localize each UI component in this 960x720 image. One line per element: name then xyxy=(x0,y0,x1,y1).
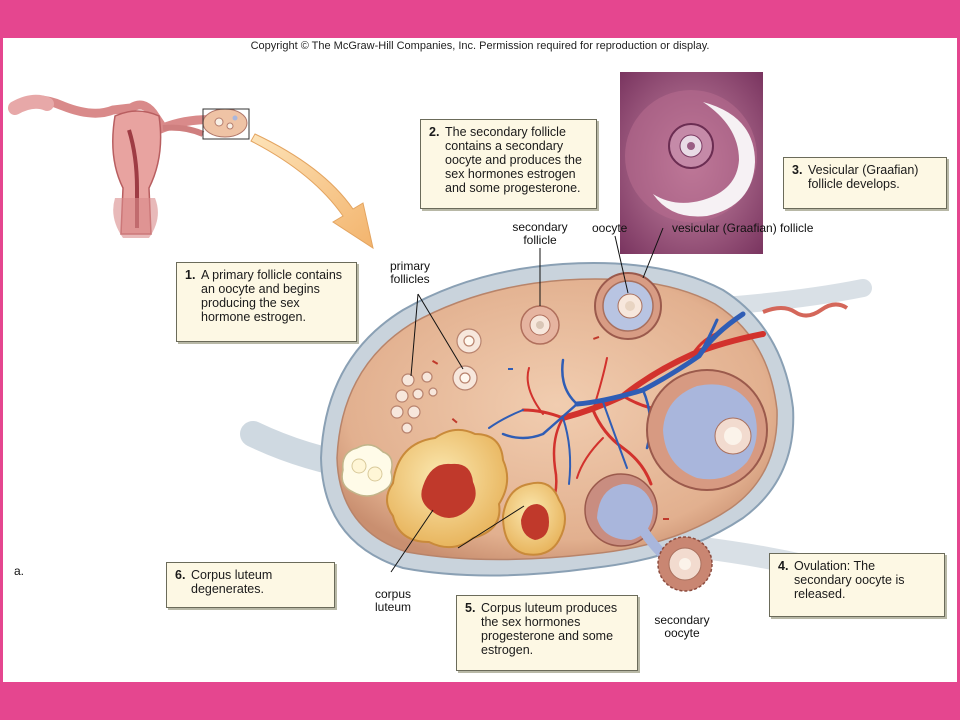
blood-vessels xyxy=(488,311,766,510)
ovarian-cycle-illustration xyxy=(8,72,872,592)
step-3-number: 3. xyxy=(792,163,803,177)
step-2-text: The secondary follicle contains a second… xyxy=(445,125,582,195)
step-4-callout: 4. Ovulation: The secondary oocyte is re… xyxy=(769,553,945,617)
step-1-number: 1. xyxy=(185,268,196,282)
step-5-number: 5. xyxy=(465,601,476,615)
primary-follicles-cluster xyxy=(390,328,482,434)
top-magenta-band xyxy=(0,0,960,38)
step-5-text: Corpus luteum produces the sex hormones … xyxy=(481,601,618,657)
corpus-luteum-small xyxy=(501,481,566,556)
slide-canvas: Copyright © The McGraw-Hill Companies, I… xyxy=(3,38,957,682)
label-oocyte: oocyte xyxy=(592,221,628,235)
step-1-callout: 1. A primary follicle contains an oocyte… xyxy=(176,262,357,342)
corpus-albicans xyxy=(341,444,393,497)
label-corpus-luteum: corpus luteum xyxy=(374,587,412,614)
graafian-follicle-micrograph xyxy=(620,72,763,254)
ruptured-follicle xyxy=(584,473,672,563)
label-vesicular-follicle: vesicular (Graafian) follicle xyxy=(672,221,814,235)
mature-graafian-follicle xyxy=(646,369,768,491)
step-5-callout: 5. Corpus luteum produces the sex hormon… xyxy=(456,595,638,671)
step-2-number: 2. xyxy=(429,125,440,139)
step-4-number: 4. xyxy=(778,559,789,573)
step-6-number: 6. xyxy=(175,568,186,582)
uterus-overview xyxy=(8,94,248,238)
leader-lines xyxy=(390,227,664,573)
step-2-callout: 2. The secondary follicle contains a sec… xyxy=(420,119,597,209)
label-secondary-follicle: secondary follicle xyxy=(512,220,568,247)
bottom-magenta-band xyxy=(0,682,960,720)
copyright-notice: Copyright © The McGraw-Hill Companies, I… xyxy=(250,40,710,52)
label-primary-follicles: primary follicles xyxy=(389,259,430,286)
released-secondary-oocyte xyxy=(657,536,713,592)
figure-letter: a. xyxy=(14,564,25,578)
corpus-luteum-large xyxy=(386,428,509,549)
label-secondary-oocyte: secondary oocyte xyxy=(654,613,710,640)
step-1-text: A primary follicle contains an oocyte an… xyxy=(201,268,343,324)
zoom-box xyxy=(202,108,250,140)
vesicular-follicle-early xyxy=(594,272,662,340)
step-3-text: Vesicular (Graafian) follicle develops. xyxy=(808,163,919,191)
step-6-text: Corpus luteum degenerates. xyxy=(191,568,273,596)
step-4-text: Ovulation: The secondary oocyte is relea… xyxy=(794,559,905,601)
step-6-callout: 6. Corpus luteum degenerates. xyxy=(166,562,335,608)
secondary-follicle xyxy=(520,305,560,345)
step-3-callout: 3. Vesicular (Graafian) follicle develop… xyxy=(783,157,947,209)
zoom-arrow xyxy=(250,133,374,250)
